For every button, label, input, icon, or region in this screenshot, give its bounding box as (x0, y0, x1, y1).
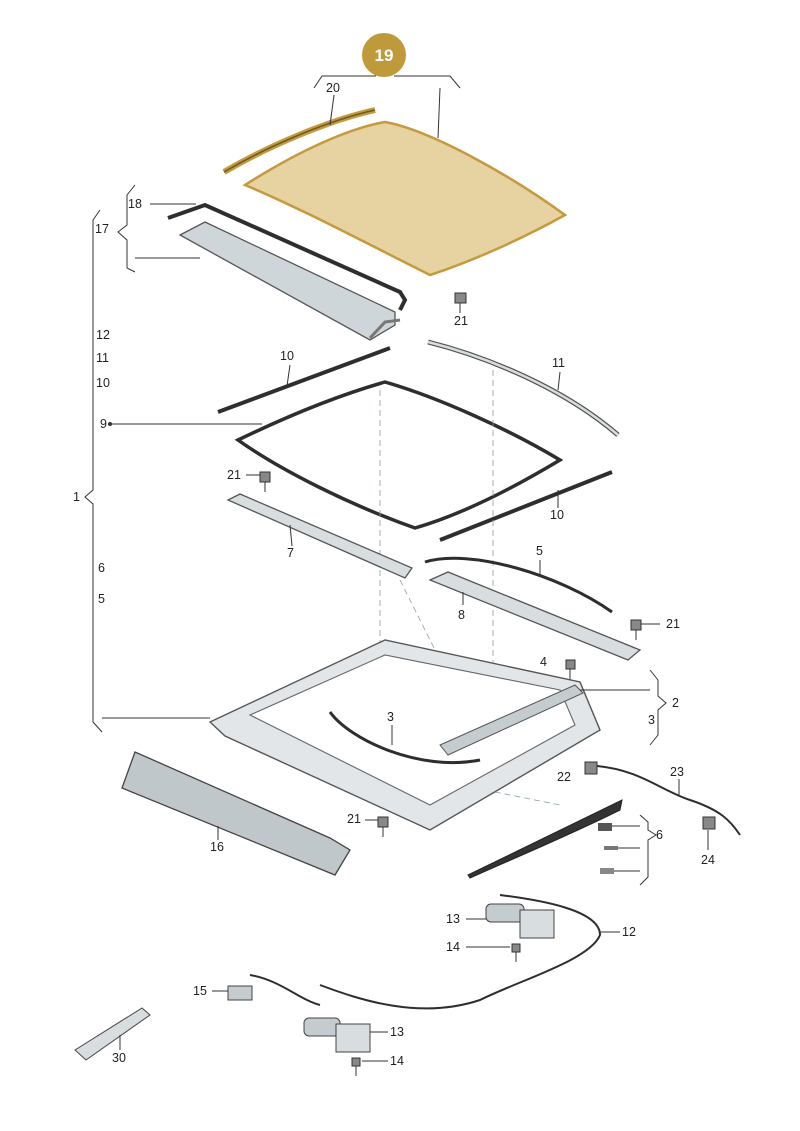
label-4: 4 (540, 655, 547, 669)
label-6-list: 6 (98, 561, 105, 575)
label-10-right-seal: 10 (550, 508, 564, 522)
part-19-badge[interactable]: 19 (362, 33, 406, 77)
motor-13-upper[interactable] (485, 903, 555, 939)
wind-deflector[interactable] (121, 751, 351, 876)
seal-10-left[interactable] (217, 346, 391, 414)
connector-22[interactable] (584, 761, 598, 775)
label-13-upper: 13 (446, 912, 460, 926)
bolt-14-lower[interactable] (351, 1057, 361, 1076)
label-3: 3 (648, 713, 655, 727)
seal-10-right[interactable] (439, 470, 613, 542)
label-11-right-seal: 11 (552, 356, 565, 370)
label-24: 24 (701, 853, 715, 867)
glass-panel[interactable] (242, 120, 568, 277)
sunshade-panel[interactable] (178, 221, 396, 341)
control-unit-15[interactable] (227, 985, 253, 1001)
glass-frame-seal[interactable] (234, 380, 564, 530)
label-14-upper: 14 (446, 940, 460, 954)
side-trim-strip[interactable] (467, 799, 623, 879)
label-13-lower: 13 (390, 1025, 404, 1039)
label-14-lower: 14 (390, 1054, 404, 1068)
label-12-list: 12 (96, 328, 110, 342)
label-7: 7 (287, 546, 294, 560)
label-16: 16 (210, 840, 224, 854)
bolt-21-right[interactable] (630, 619, 642, 640)
bolt-4[interactable] (565, 659, 576, 680)
clip-set-6[interactable] (598, 823, 618, 874)
label-9: 9 (100, 417, 107, 431)
label-5-cable: 5 (536, 544, 543, 558)
label-21-lower: 21 (347, 812, 361, 826)
label-6: 6 (656, 828, 663, 842)
rear-guide-rail[interactable] (428, 571, 642, 661)
label-18: 18 (128, 197, 142, 211)
front-crossmember[interactable] (226, 493, 413, 579)
label-20: 20 (326, 81, 340, 95)
label-8: 8 (458, 608, 465, 622)
bolt-21-lower[interactable] (377, 816, 389, 837)
label-10-left-seal: 10 (280, 349, 294, 363)
bolt-21-mid[interactable] (259, 471, 271, 492)
drive-cable-12[interactable] (319, 894, 602, 1010)
label-21-right: 21 (666, 617, 680, 631)
label-10-list: 10 (96, 376, 110, 390)
label-21-mid: 21 (227, 468, 241, 482)
label-1: 1 (73, 490, 80, 504)
label-5-list: 5 (98, 592, 105, 606)
motor-13-lower[interactable] (303, 1017, 371, 1053)
label-3-drain: 3 (387, 710, 394, 724)
bolt-14-upper[interactable] (511, 943, 521, 962)
seal-11-right[interactable] (427, 339, 620, 437)
label-12: 12 (622, 925, 636, 939)
label-15: 15 (193, 984, 207, 998)
label-30: 30 (112, 1051, 126, 1065)
label-2: 2 (672, 696, 679, 710)
drain-channel-3[interactable] (328, 711, 481, 765)
grease-tube-30[interactable] (74, 1007, 151, 1061)
badge-label: 19 (375, 46, 394, 65)
drive-cable-5[interactable] (424, 556, 613, 614)
bolt-21-top[interactable] (454, 292, 467, 313)
label-21-top: 21 (454, 314, 468, 328)
wiring-harness-23[interactable] (596, 765, 741, 836)
label-22: 22 (557, 770, 571, 784)
sensor-24[interactable] (702, 816, 716, 850)
label-11-list: 11 (96, 351, 109, 365)
label-17: 17 (95, 222, 109, 236)
label-23: 23 (670, 765, 684, 779)
